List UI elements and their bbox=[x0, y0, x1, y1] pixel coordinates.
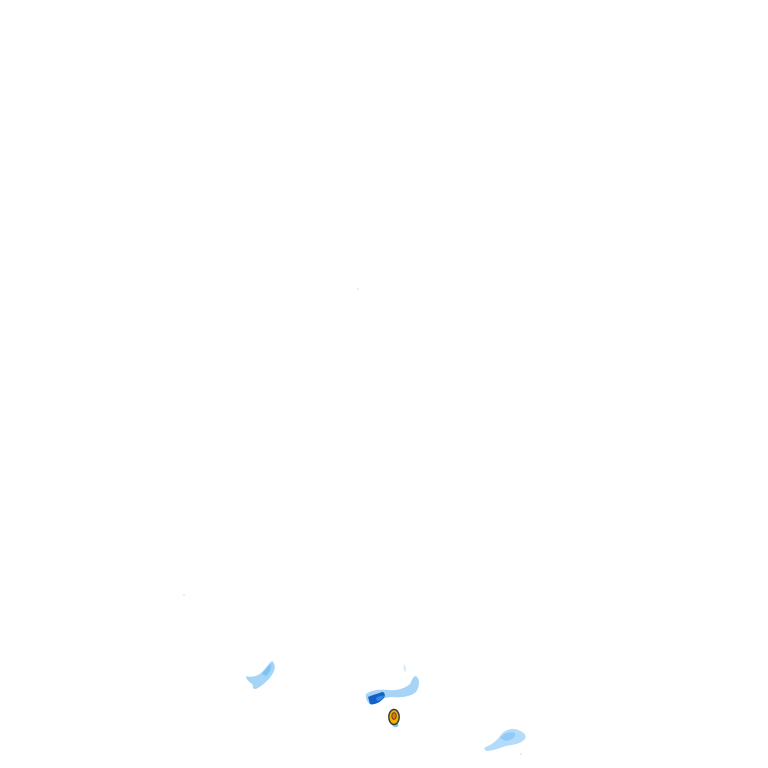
speckle-1 bbox=[357, 288, 359, 290]
echo-central bbox=[365, 664, 419, 705]
echo-core bbox=[388, 708, 400, 728]
echo-southeast bbox=[484, 728, 526, 755]
speckle-2 bbox=[183, 594, 185, 596]
echo-west bbox=[246, 661, 275, 689]
